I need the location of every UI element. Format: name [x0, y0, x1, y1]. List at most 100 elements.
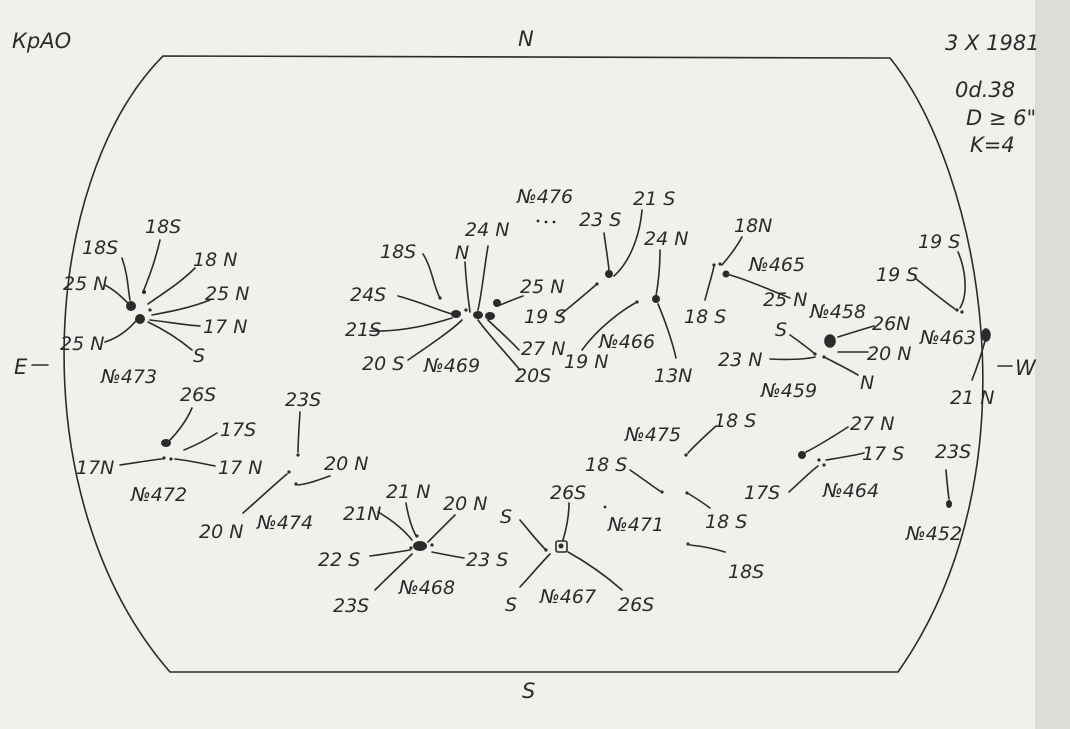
group-466-number: №466 [598, 331, 655, 353]
map-frame [63, 55, 984, 673]
label-468-6: 23S [333, 595, 369, 617]
group-467: 26S S S 26S №467 [500, 482, 654, 616]
label-469-4: 24S [350, 284, 386, 306]
label-469-1: 18S [380, 241, 416, 263]
label-466-1: 19 N [564, 351, 608, 373]
north-label: N [518, 27, 534, 51]
group-471-number: №471 [607, 514, 664, 536]
label-476-3: 24 N [644, 228, 688, 250]
label-473-4: 25 N [63, 273, 107, 295]
label-473-6: 17 N [203, 316, 247, 338]
diameter-label: D ≥ 6" [966, 106, 1036, 130]
label-469-6: 20 S [362, 353, 404, 375]
group-459: S 23 N N №459 [718, 319, 874, 402]
group-472-number: №472 [130, 484, 187, 506]
date-label: 3 X 1981 [945, 31, 1040, 55]
k-label: K=4 [970, 133, 1015, 157]
label-474-3: 20 N [199, 521, 243, 543]
label-464-2: 17 S [862, 443, 904, 465]
label-476-1: 23 S [579, 209, 621, 231]
label-471-2: 18 S [705, 511, 747, 533]
label-472-3: 17N [76, 457, 114, 479]
group-463: 19 S 19 S 21 N №463 [876, 231, 994, 409]
label-473-5: 25 N [205, 283, 249, 305]
label-473-3: 18 N [193, 249, 237, 271]
label-458-1: 26N [872, 313, 910, 335]
group-464-number: №464 [822, 480, 879, 502]
group-472: 26S 17S 17N 17 N №472 [76, 384, 262, 506]
east-label: E [14, 355, 28, 379]
south-label: S [522, 679, 535, 703]
label-459-2: 23 N [718, 349, 762, 371]
group-464: 27 N 17 S 17S №464 [744, 413, 904, 504]
group-452-number: №452 [905, 523, 962, 545]
label-471-1: 18 S [585, 454, 627, 476]
label-474-1: 23S [285, 389, 321, 411]
label-468-2: 20 N [443, 493, 487, 515]
label-468-4: 22 S [318, 549, 360, 571]
time-label: 0d.38 [955, 78, 1015, 102]
label-469-2: 24 N [465, 219, 509, 241]
label-468-1: 21 N [386, 481, 430, 503]
group-468: 21 N 20 N 21N 22 S 23 S 23S №468 [318, 481, 508, 617]
label-468-5: 23 S [466, 549, 508, 571]
label-465-2: 18 S [684, 306, 726, 328]
west-label: W [1015, 356, 1037, 380]
group-468-number: №468 [398, 577, 455, 599]
group-469: 18S 24 N N 24S 21S 20 S 27 N 20S 25 N 19… [345, 219, 566, 387]
group-469-number: №469 [423, 355, 480, 377]
label-474-2: 20 N [324, 453, 368, 475]
group-452: 23S №452 [905, 441, 971, 545]
label-468-3: 21N [343, 503, 381, 525]
group-471: 18 S 18 S 18S №471 [585, 454, 764, 583]
group-458-number: №458 [809, 301, 866, 323]
label-463-3: 21 N [950, 387, 994, 409]
label-459-3: N [860, 372, 874, 394]
label-464-3: 17S [744, 482, 780, 504]
label-469-9: 25 N [520, 276, 564, 298]
group-473-number: №473 [100, 366, 157, 388]
page-edge-shadow [1035, 0, 1070, 729]
group-466: 19 N 13N №466 [564, 249, 692, 387]
label-466-2: 13N [654, 365, 692, 387]
label-467-3: S [505, 594, 517, 616]
label-452-1: 23S [935, 441, 971, 463]
label-475-1: 18 S [714, 410, 756, 432]
label-473-7: 25 N [60, 333, 104, 355]
label-467-4: 26S [618, 594, 654, 616]
label-476-2: 21 S [633, 188, 675, 210]
label-463-1: 19 S [918, 231, 960, 253]
label-472-4: 17 N [218, 457, 262, 479]
label-465-1: 18N [734, 215, 772, 237]
group-475: 18 S №475 [624, 410, 756, 457]
label-459-1: S [775, 319, 787, 341]
label-473-1: 18S [82, 237, 118, 259]
group-475-number: №475 [624, 424, 681, 446]
label-467-2: S [500, 506, 512, 528]
label-458-2: 20 N [867, 343, 911, 365]
observatory-label: КрАО [12, 29, 71, 53]
label-473-2: 18S [145, 216, 181, 238]
label-473-8: S [193, 345, 205, 367]
group-476: №476 23 S 21 S 24 N [516, 186, 688, 316]
label-472-2: 17S [220, 419, 256, 441]
label-469-3: N [455, 242, 469, 264]
label-472-1: 26S [180, 384, 216, 406]
group-459-number: №459 [760, 380, 817, 402]
label-469-10: 19 S [524, 306, 566, 328]
group-465-number: №465 [748, 254, 805, 276]
group-474: 23S 20 N 20 N №474 [199, 389, 368, 543]
group-463-number: №463 [919, 327, 976, 349]
label-469-7: 27 N [521, 338, 565, 360]
label-464-1: 27 N [850, 413, 894, 435]
group-465: 18N 18 S 25 N №465 [684, 215, 807, 328]
label-467-1: 26S [550, 482, 586, 504]
group-473: 18S 18S 18 N 25 N 25 N 17 N 25 N S №473 [60, 216, 249, 388]
group-476-number: №476 [516, 186, 573, 208]
label-465-3: 25 N [763, 289, 807, 311]
group-467-number: №467 [539, 586, 596, 608]
label-471-3: 18S [728, 561, 764, 583]
label-469-5: 21S [345, 319, 381, 341]
group-474-number: №474 [256, 512, 313, 534]
